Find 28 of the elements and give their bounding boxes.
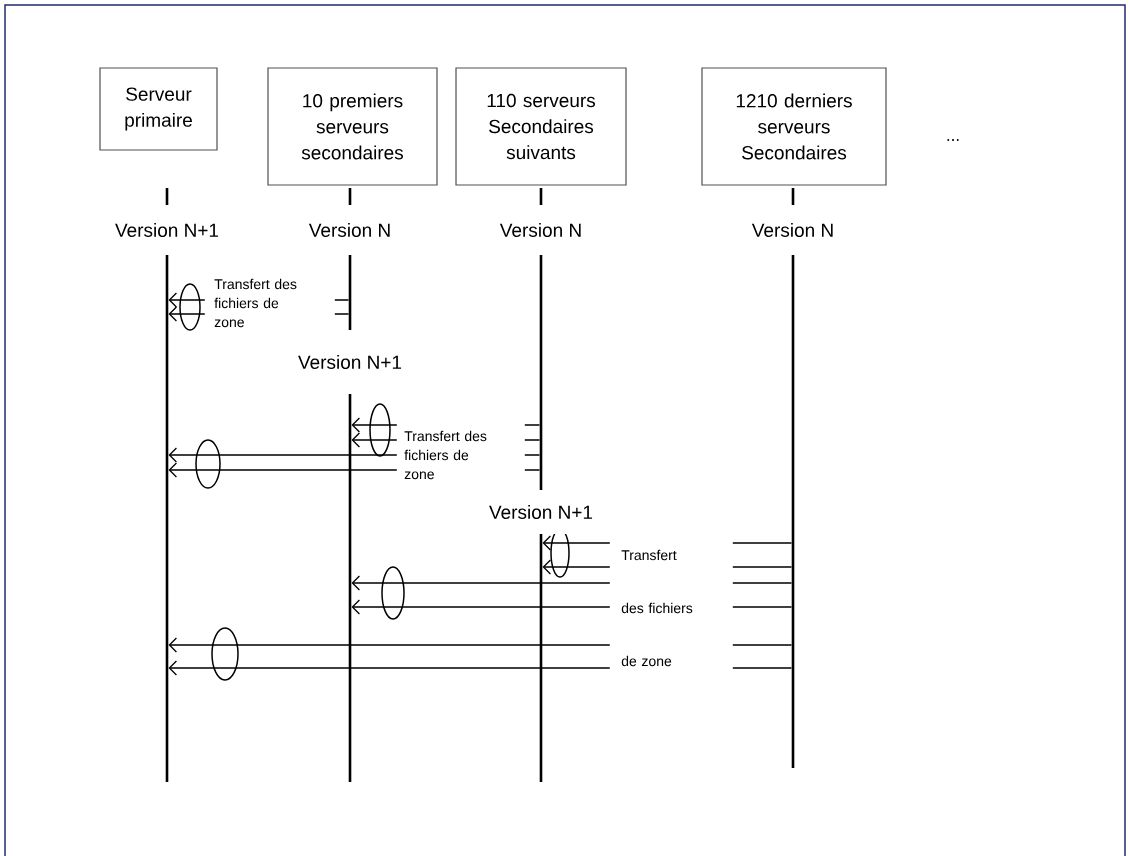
arrow: [168, 660, 793, 676]
arrow: [351, 599, 793, 615]
server-box: 1210 derniers serveurs Secondaires: [701, 67, 887, 186]
arrow: [168, 447, 541, 463]
arrow: [542, 559, 793, 575]
server-box: 10 premiers serveurs secondaires: [267, 67, 438, 186]
arrow: [168, 292, 350, 308]
server-box: Serveur primaire: [99, 67, 218, 151]
arrow: [542, 535, 793, 551]
arrow: [351, 575, 793, 591]
version-label: Version N: [306, 205, 394, 255]
version-label: Version N+1: [296, 330, 405, 394]
server-box: 110 serveurs Secondaires suivants: [455, 67, 627, 186]
arrow: [168, 637, 793, 653]
edge-label: Transfert des fichiers de zone: [214, 278, 297, 328]
arrow: [168, 462, 541, 478]
version-label: Version N+1: [487, 490, 595, 534]
arrow: [351, 417, 541, 433]
edge-label: des fichiers: [621, 602, 693, 614]
arrow: [351, 432, 541, 448]
version-label: Version N: [749, 205, 837, 255]
edge-label: Transfert: [621, 549, 677, 561]
edge-label: de zone: [621, 655, 672, 667]
edge-label: Transfert des fichiers de zone: [404, 430, 487, 480]
ellipsis-label: ...: [947, 139, 959, 141]
arrow: [168, 306, 350, 322]
version-label: Version N+1: [113, 205, 222, 255]
version-label: Version N: [497, 205, 585, 255]
